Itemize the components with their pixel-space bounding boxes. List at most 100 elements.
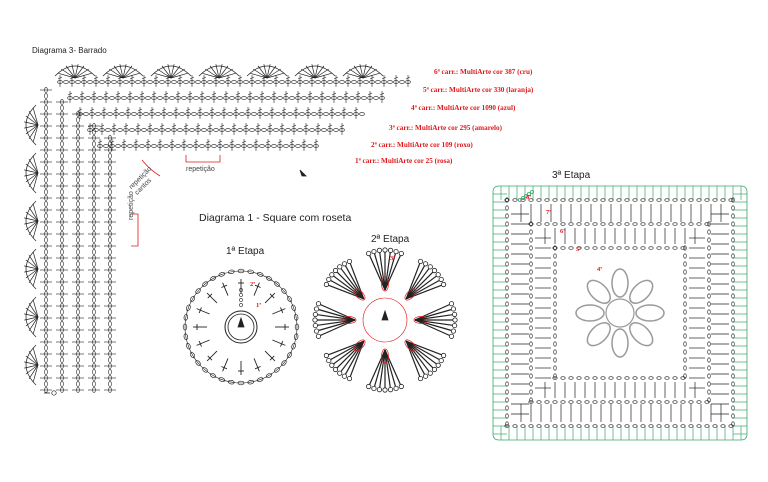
chain-stitch (193, 96, 199, 100)
petal-stitch (405, 340, 437, 365)
chain-stitch (60, 333, 64, 339)
chain-stitch (44, 333, 48, 339)
chain-stitch (215, 112, 221, 116)
stage1-label: 1ª Etapa (226, 246, 265, 257)
chain-stitch (107, 112, 113, 116)
chain-stitch (323, 112, 329, 116)
chain-stitch (60, 153, 64, 159)
chain-stitch (683, 309, 687, 315)
shell-arc (25, 296, 37, 338)
dc-bar (339, 124, 345, 128)
chain-stitch (584, 198, 590, 202)
chain-stitch (707, 245, 711, 251)
dc-bar (277, 140, 283, 144)
chain-stitch (731, 365, 735, 371)
dc-bar (181, 140, 187, 144)
chain-stitch (297, 128, 303, 132)
petal-stitch (318, 319, 356, 332)
stitch-fan (28, 316, 39, 331)
petal-stitch (414, 319, 450, 337)
stitch-fan (362, 65, 373, 79)
gray-petal (586, 279, 611, 304)
chain-stitch (552, 376, 558, 380)
dc-bar (153, 76, 159, 80)
petal-stitch (340, 340, 365, 372)
stitch-fan (170, 68, 185, 79)
stitch-fan (170, 65, 181, 79)
petal-loop (323, 352, 330, 359)
chain-stitch (553, 365, 557, 371)
chain-stitch (553, 253, 557, 259)
chain-stitch (167, 112, 173, 116)
chain-stitch (309, 128, 315, 132)
chain-stitch (247, 379, 255, 385)
chain-stitch (44, 273, 48, 279)
chain-stitch (528, 222, 534, 226)
chain-stitch (121, 96, 127, 100)
stitch-fan (32, 107, 39, 126)
chain-stitch (92, 141, 96, 147)
petal-loop (422, 373, 429, 379)
chain-stitch (505, 365, 509, 371)
chain-stitch (529, 357, 533, 363)
chain-stitch (731, 277, 735, 283)
chain-stitch (202, 367, 208, 373)
chain-stitch (529, 397, 533, 403)
chain-stitch (632, 424, 638, 428)
dc-bar (369, 76, 375, 80)
chain-stitch (707, 261, 711, 267)
chain-stitch (672, 222, 678, 226)
chain-stitch (529, 285, 533, 291)
chain-stitch (291, 80, 297, 84)
chain-stitch (92, 129, 96, 135)
petal-loop (438, 357, 444, 364)
dc-bar (329, 108, 335, 112)
chain-stitch (505, 349, 509, 355)
chain-stitch (60, 381, 64, 387)
chain-stitch (339, 80, 345, 84)
shell-arc (342, 65, 384, 77)
stitch-fan (65, 65, 76, 79)
chain-stitch (731, 357, 735, 363)
petal-loop (448, 333, 455, 339)
chain-stitch (223, 144, 229, 148)
chain-stitch (217, 96, 223, 100)
chain-stitch (560, 246, 566, 250)
chain-stitch (505, 229, 509, 235)
chain-stitch (60, 225, 64, 231)
stitch-fan (32, 268, 39, 287)
chain-stitch (505, 317, 509, 323)
petal-base (404, 288, 417, 301)
dc-bar (93, 76, 99, 80)
dc-bar (265, 140, 271, 144)
chain-stitch (60, 129, 64, 135)
chain-stitch (108, 369, 112, 375)
chain-stitch (584, 400, 590, 404)
chain-stitch (93, 128, 99, 132)
petal-stitch (384, 255, 402, 291)
chain-stitch (281, 360, 287, 366)
petal-stitch (384, 349, 402, 385)
chain-stitch (291, 342, 296, 350)
chain-stitch (189, 295, 196, 303)
chain-stitch (299, 112, 305, 116)
chain-stitch (707, 229, 711, 235)
chain-stitch (640, 400, 646, 404)
chain-stitch (92, 153, 96, 159)
chain-stitch (108, 345, 112, 351)
chain-stitch (529, 269, 533, 275)
chain-stitch (553, 245, 557, 251)
dc-bar (249, 76, 255, 80)
chain-stitch (303, 80, 309, 84)
dc-bar (280, 340, 284, 347)
chain-stitch (283, 144, 289, 148)
chain-stitch (731, 269, 735, 275)
chain-stitch (707, 373, 711, 379)
chain-up (239, 288, 243, 292)
dc-bar (211, 92, 217, 96)
petal-loop (427, 264, 433, 270)
chain-stitch (553, 333, 557, 339)
stitch-fan (25, 220, 39, 231)
petal-loop (366, 383, 372, 390)
dc-bar (57, 76, 63, 80)
